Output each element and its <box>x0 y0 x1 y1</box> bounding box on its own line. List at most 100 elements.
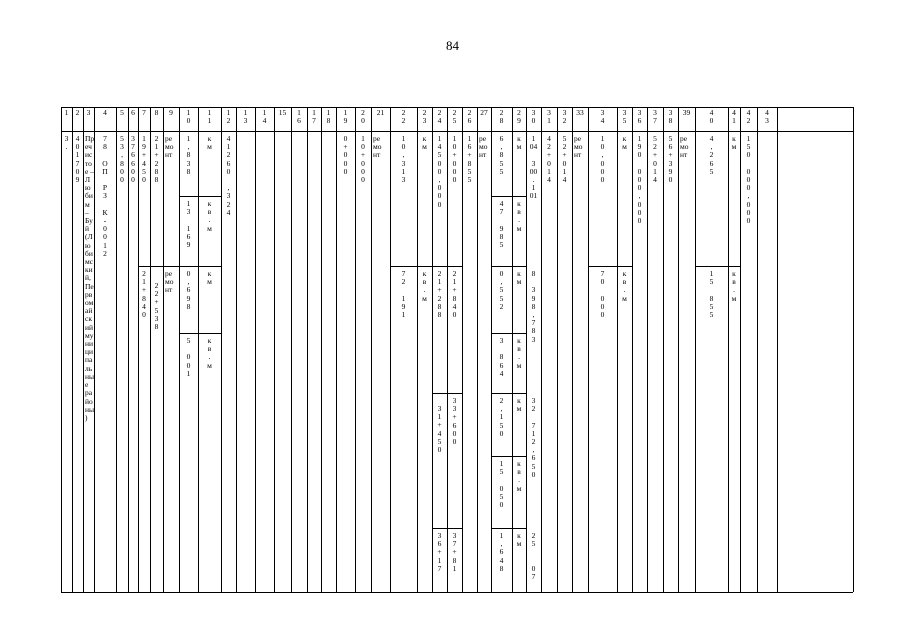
table-cell: 0 + 0 0 0 <box>343 134 348 176</box>
table-column-rule <box>150 107 151 592</box>
table-cell: к в . м <box>516 199 522 233</box>
table-subrow-rule <box>588 266 632 267</box>
header-cell: 9 <box>169 108 173 117</box>
table-column-rule <box>447 107 448 592</box>
table-subrow-rule <box>491 333 526 334</box>
header-cell: 1 8 <box>326 108 331 125</box>
table-cell: 6 , 8 5 5 <box>499 134 504 176</box>
table-cell: 1 0 , 0 0 0 <box>600 134 605 185</box>
table-cell: 2 , 1 5 0 <box>499 396 504 438</box>
table-subrow-rule <box>695 266 740 267</box>
table-column-rule <box>728 107 729 592</box>
table-subrow-rule <box>179 196 221 197</box>
table-column-rule <box>221 107 222 592</box>
table-cell: к м <box>422 134 427 152</box>
table-cell: 1 9 0 0 0 0 , 0 0 0 <box>637 134 642 226</box>
table-column-rule <box>740 107 741 592</box>
table-cell: к м <box>207 269 212 287</box>
table-cell: 1 , 8 3 8 <box>186 134 191 176</box>
header-cell: 4 3 <box>765 108 769 125</box>
table-cell: к в . м <box>422 269 427 303</box>
table-cell: 1 5 0 5 0 <box>499 459 504 510</box>
header-cell: 3 8 <box>668 108 673 125</box>
table-cell: к м <box>516 134 522 152</box>
table-cell: 7 2 1 9 1 <box>401 269 406 320</box>
header-cell: 1 7 <box>312 108 316 125</box>
table-cell: ре мо нт <box>165 269 174 295</box>
table-cell: к м <box>516 269 522 287</box>
table-cell: 5 6 + 3 9 0 <box>668 134 673 185</box>
header-cell: 33 <box>576 108 584 117</box>
header-cell: 1 0 <box>186 108 191 125</box>
header-cell: 2 8 <box>499 108 504 125</box>
header-cell: 4 1 <box>732 108 736 125</box>
table-column-rule <box>94 107 95 592</box>
table-cell: 2 1 + 2 8 8 <box>437 269 442 320</box>
table-cell: 1 , 6 4 8 <box>499 531 504 573</box>
table-cell: 7 0 0 0 0 <box>600 269 605 320</box>
table-column-rule <box>557 107 558 592</box>
table-cell: 2 1 + 2 8 8 <box>154 134 159 185</box>
header-cell: 2 9 <box>517 108 521 125</box>
header-cell: 1 3 <box>243 108 248 125</box>
table-column-rule <box>588 107 589 592</box>
table-cell: 0 , 6 9 8 <box>186 269 191 311</box>
table-subrow-rule <box>491 266 526 267</box>
table-cell: ре мо нт <box>373 134 382 160</box>
header-cell: 3 2 <box>562 108 567 125</box>
header-cell: 1 2 <box>226 108 231 125</box>
table-cell: 1 0 , 3 1 3 <box>401 134 406 185</box>
table-cell: к м <box>731 134 737 152</box>
table-cell: 1 4 5 0 0 , 0 0 0 <box>437 134 442 209</box>
header-cell: 6 <box>131 108 135 117</box>
page-number: 84 <box>446 38 459 53</box>
header-cell: 5 <box>120 108 124 117</box>
header-cell: 2 <box>75 108 80 117</box>
table-column-rule <box>371 107 372 592</box>
table-row-rule <box>61 107 853 108</box>
header-cell: 3 <box>86 108 91 117</box>
table-column-rule <box>541 107 542 592</box>
header-cell: 4 <box>103 108 107 117</box>
header-cell: 1 4 <box>262 108 267 125</box>
table-subrow-rule <box>432 528 462 529</box>
table-cell: 0 , 5 5 2 <box>499 269 504 311</box>
table-subrow-rule <box>432 393 462 394</box>
header-cell: 2 0 <box>361 108 365 125</box>
table-cell: 5 2 + 0 1 4 <box>652 134 658 185</box>
table-column-rule <box>632 107 633 592</box>
table-subrow-rule <box>491 456 526 457</box>
table-cell: 5 2 + 0 1 4 <box>562 134 567 185</box>
table-column-rule <box>526 107 527 592</box>
table-column-rule <box>432 107 433 592</box>
table-column-rule <box>757 107 758 592</box>
header-cell: 39 <box>682 108 691 117</box>
table-column-rule <box>179 107 180 592</box>
table-cell: ре мо нт <box>680 134 689 160</box>
table-cell: 2 1 + 8 4 0 <box>452 269 457 320</box>
table-subrow-rule <box>390 266 432 267</box>
header-cell: 1 6 <box>297 108 301 125</box>
header-cell: 2 3 <box>422 108 427 125</box>
table-cell: 2 5 0 7 <box>531 531 536 582</box>
table-cell: 3 . <box>64 134 69 152</box>
table-column-rule <box>198 107 199 592</box>
table-cell: 1 9 + 4 5 0 <box>141 134 147 185</box>
table-cell: 3 6 + 1 7 <box>437 531 442 573</box>
header-cell: 3 7 <box>653 108 657 125</box>
table-column-rule <box>477 107 478 592</box>
table-cell: 3 3 + 6 0 0 <box>452 396 457 447</box>
table-cell: к в . м <box>622 269 627 303</box>
table-cell: 1 6 + 8 5 5 <box>467 134 472 185</box>
header-cell: 15 <box>278 108 287 117</box>
table-column-rule <box>512 107 513 592</box>
table-column-rule <box>307 107 308 592</box>
table-cell: 4 1 2 6 0 , 3 2 4 <box>226 134 231 217</box>
table-column-rule <box>321 107 322 592</box>
table-column-rule <box>417 107 418 592</box>
header-cell: 2 2 <box>401 108 406 125</box>
table-column-rule <box>61 107 62 592</box>
table-cell: к м <box>516 396 522 414</box>
table-column-rule <box>617 107 618 592</box>
